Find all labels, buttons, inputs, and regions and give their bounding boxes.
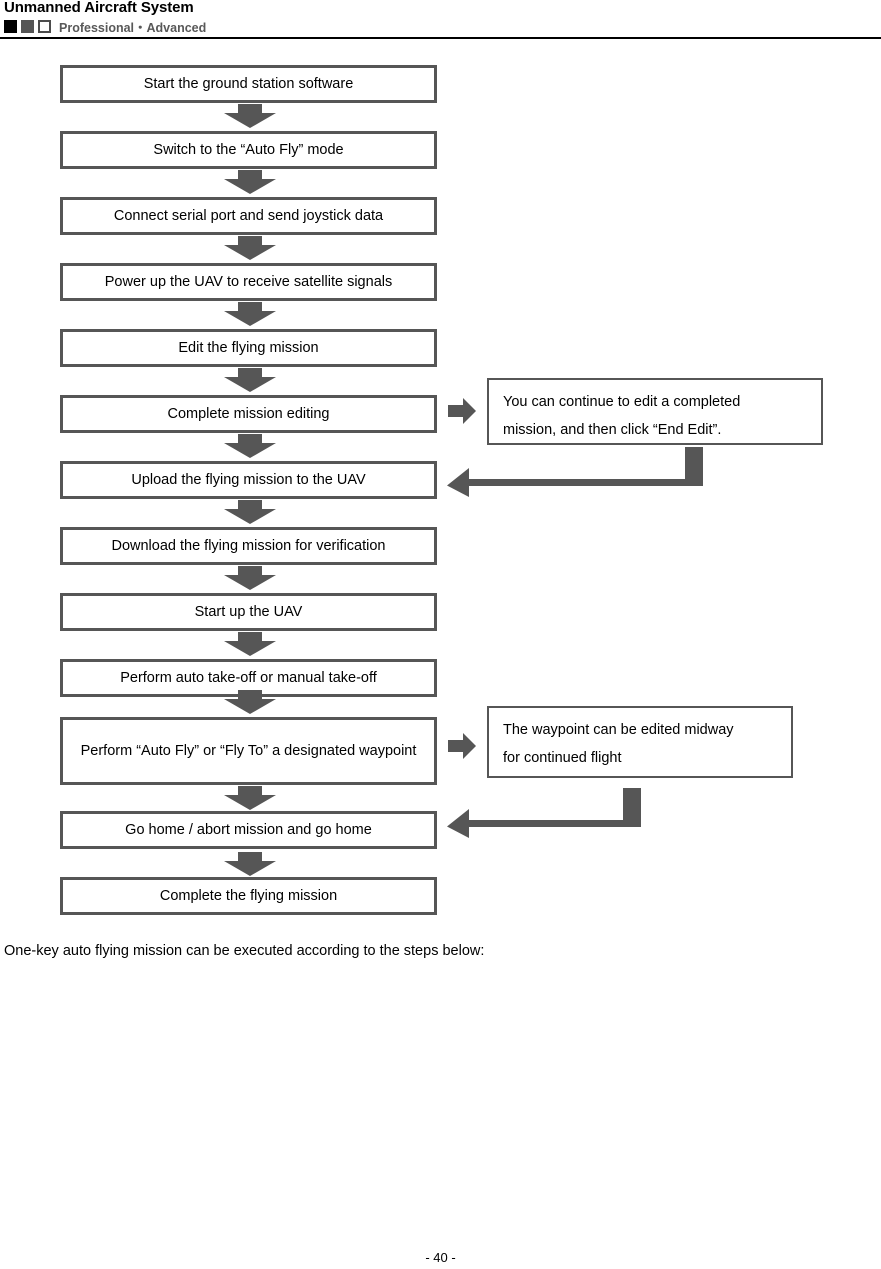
flow-step-label: Start the ground station software (143, 75, 354, 92)
flow-step-box: Go home / abort mission and go home (60, 811, 437, 849)
flow-step-label: Perform “Auto Fly” or “Fly To” a designa… (80, 742, 417, 759)
note-callout-box: The waypoint can be edited midway for co… (487, 706, 793, 778)
note-return-elbow-arrow-icon (447, 788, 641, 838)
outline-square-icon (38, 19, 51, 33)
note-line: mission, and then click “End Edit”. (503, 422, 722, 439)
note-right-arrow-icon (448, 733, 476, 759)
body-paragraph: One-key auto flying mission can be execu… (4, 943, 485, 959)
flow-step-label: Edit the flying mission (178, 339, 319, 356)
flow-step-box: Upload the flying mission to the UAV (60, 461, 437, 499)
flow-down-arrow-icon (224, 566, 276, 590)
header-divider (0, 37, 881, 39)
flow-step-box: Perform “Auto Fly” or “Fly To” a designa… (60, 717, 437, 785)
flow-step-label: Upload the flying mission to the UAV (131, 471, 366, 488)
flow-down-arrow-icon (224, 632, 276, 656)
flow-down-arrow-icon (224, 500, 276, 524)
header-subtitle-label: Professional・Advanced (59, 20, 207, 35)
flow-step-label: Switch to the “Auto Fly” mode (153, 141, 344, 158)
flow-down-arrow-icon (224, 434, 276, 458)
filled-gray-square-icon (21, 19, 34, 33)
flow-step-box: Complete mission editing (60, 395, 437, 433)
flow-step-box: Switch to the “Auto Fly” mode (60, 131, 437, 169)
flow-step-label: Go home / abort mission and go home (125, 821, 372, 838)
note-line: for continued flight (503, 750, 622, 767)
flow-step-label: Connect serial port and send joystick da… (113, 207, 384, 224)
note-callout-box: You can continue to edit a completed mis… (487, 378, 823, 445)
note-return-elbow-arrow-icon (447, 447, 703, 497)
document-title: Unmanned Aircraft System (4, 0, 194, 16)
flow-down-arrow-icon (224, 302, 276, 326)
flow-step-box: Start up the UAV (60, 593, 437, 631)
flow-step-label: Download the flying mission for verifica… (111, 537, 386, 554)
flow-step-box: Connect serial port and send joystick da… (60, 197, 437, 235)
note-right-arrow-icon (448, 398, 476, 424)
flow-down-arrow-icon (224, 786, 276, 810)
filled-black-square-icon (4, 19, 17, 33)
page-header: Unmanned Aircraft System Professional・Ad… (0, 0, 881, 39)
flow-step-label: Start up the UAV (194, 603, 303, 620)
flow-step-label: Perform auto take-off or manual take-off (120, 669, 377, 686)
flow-step-box: Power up the UAV to receive satellite si… (60, 263, 437, 301)
flow-down-arrow-icon (224, 170, 276, 194)
note-line: You can continue to edit a completed (503, 394, 741, 410)
flow-step-label: Complete the flying mission (159, 887, 338, 904)
flow-step-box: Start the ground station software (60, 65, 437, 103)
page-number: - 40 - (425, 1250, 456, 1265)
header-subtitle-group: Professional・Advanced (4, 18, 207, 35)
flow-down-arrow-icon (224, 104, 276, 128)
flow-step-label: Complete mission editing (167, 405, 330, 422)
flow-step-box: Edit the flying mission (60, 329, 437, 367)
flow-down-arrow-icon (224, 368, 276, 392)
flow-step-box: Complete the flying mission (60, 877, 437, 915)
flow-step-box: Download the flying mission for verifica… (60, 527, 437, 565)
note-line: The waypoint can be edited midway (503, 722, 734, 738)
flow-down-arrow-icon (224, 852, 276, 876)
flow-step-label: Power up the UAV to receive satellite si… (104, 273, 393, 290)
flow-down-arrow-icon (224, 236, 276, 260)
flowchart: Start the ground station software Switch… (60, 65, 823, 915)
flow-down-arrow-icon (224, 690, 276, 714)
